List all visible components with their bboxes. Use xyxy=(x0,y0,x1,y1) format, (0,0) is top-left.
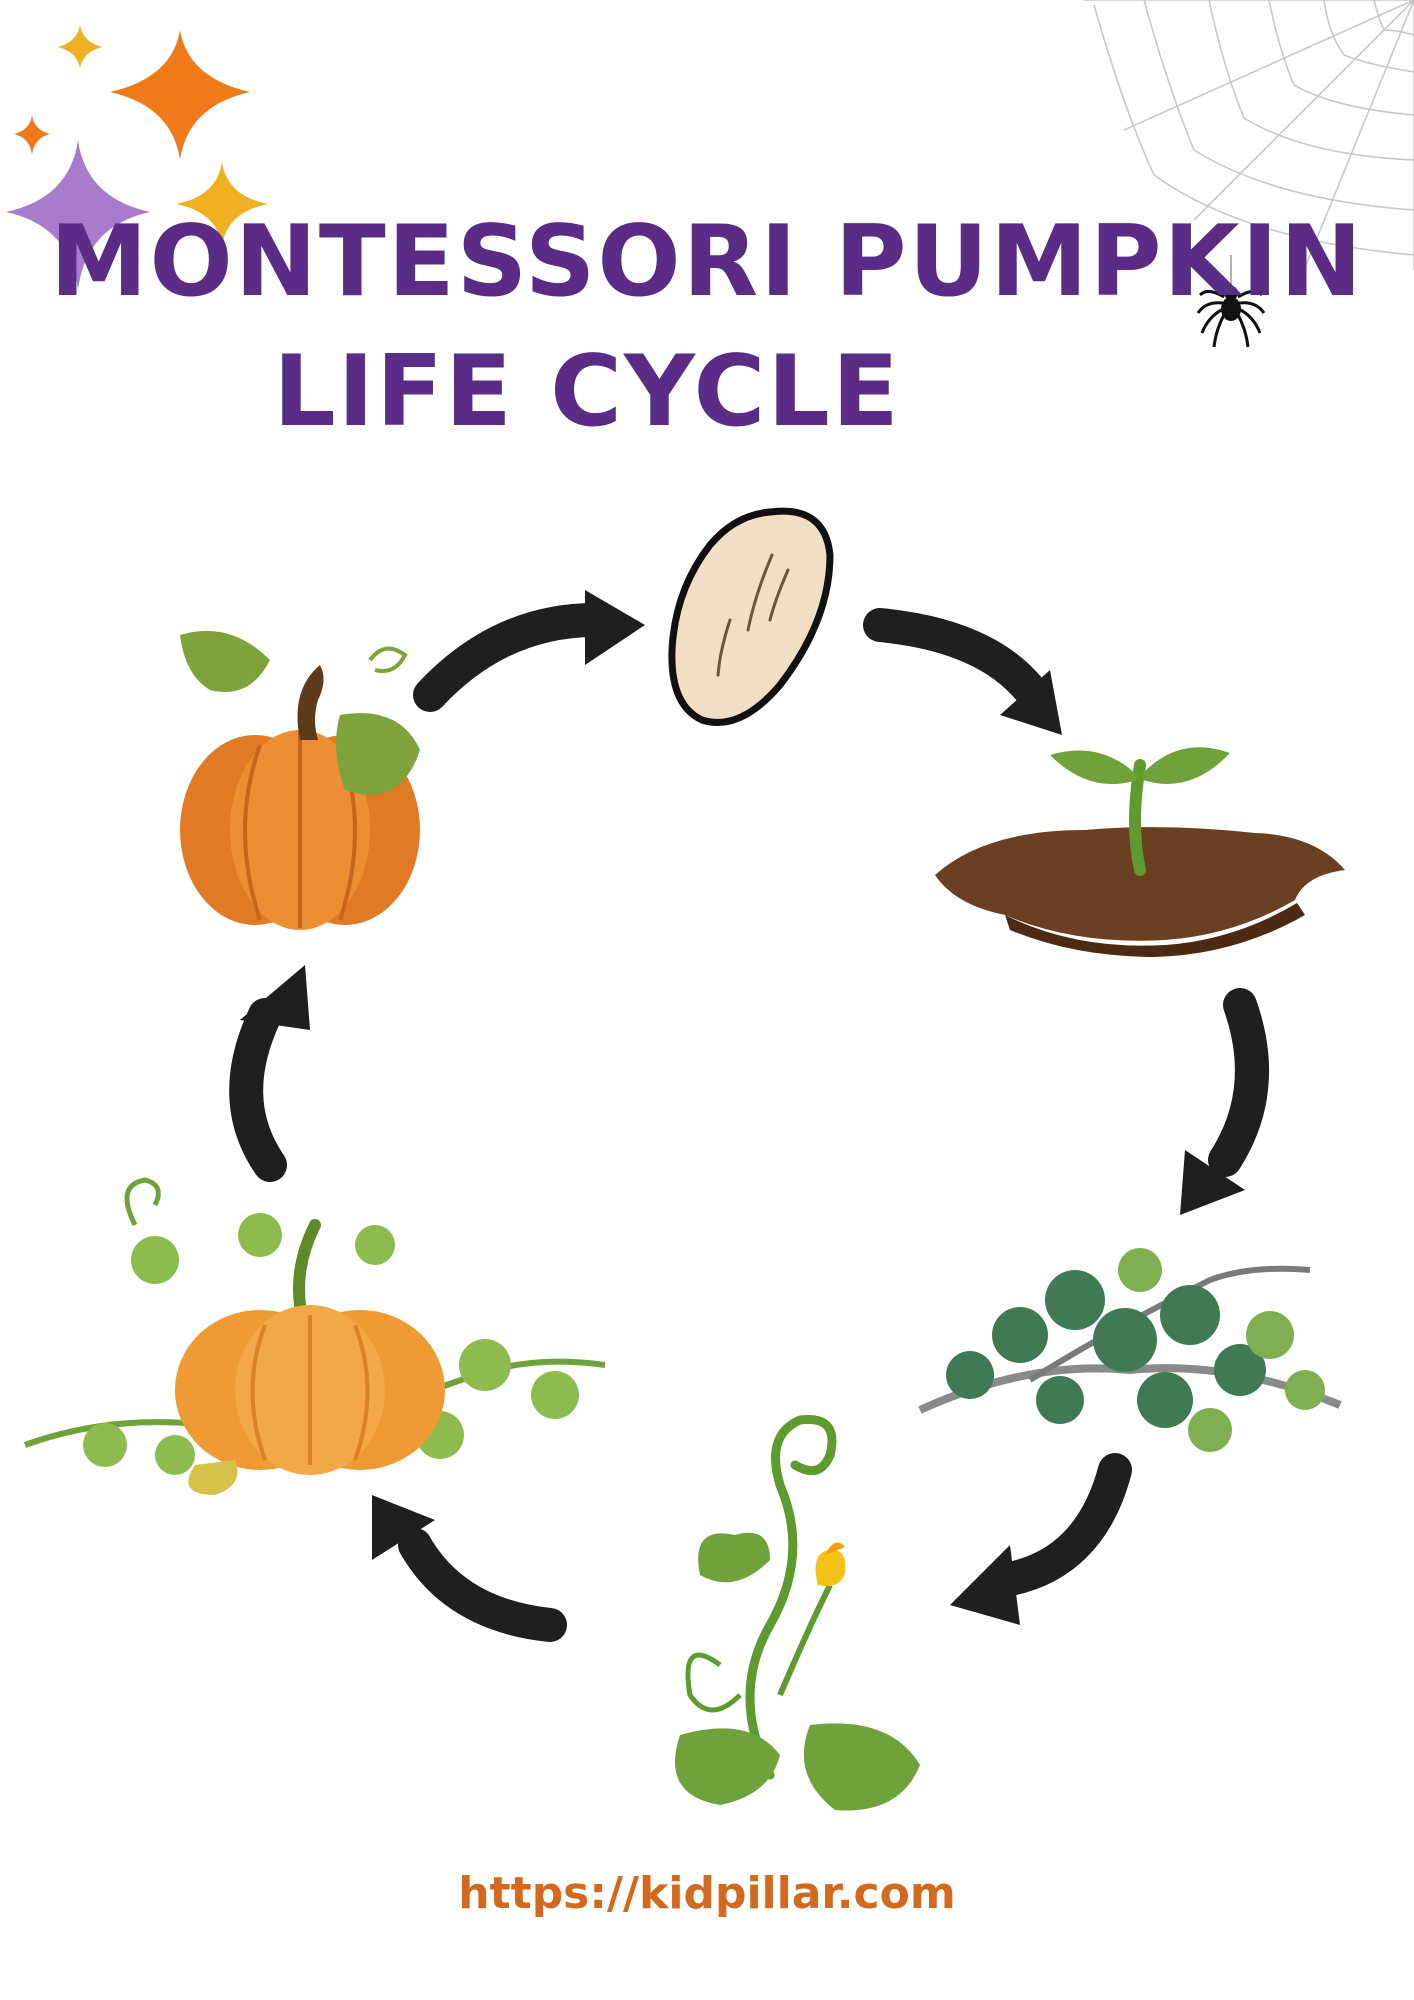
flowering-vine-icon xyxy=(675,1414,920,1811)
sparkle-icon xyxy=(176,162,268,246)
ripe-pumpkin-icon xyxy=(180,630,420,930)
arrow-flower-to-young-pumpkin xyxy=(372,1495,567,1642)
source-url: https://kidpillar.com xyxy=(458,1868,956,1919)
arrow-pumpkin-to-seed xyxy=(413,590,645,712)
arrow-seed-to-sprout xyxy=(863,608,1062,735)
arrow-sprout-to-vine xyxy=(1180,988,1269,1215)
spider-web-decoration xyxy=(1084,0,1414,271)
sparkle-icon xyxy=(58,25,102,68)
arrow-young-pumpkin-to-ripe xyxy=(229,965,310,1182)
arrow-vine-to-flower xyxy=(950,1453,1132,1625)
sparkle-icon xyxy=(14,115,50,155)
sparkle-icon xyxy=(110,30,250,160)
page-title-line-2: LIFE CYCLE xyxy=(273,335,901,449)
sparkle-decoration xyxy=(6,25,268,290)
page-title-line-1: MONTESSORI PUMPKIN xyxy=(50,205,1364,319)
seedling-sprout-icon xyxy=(935,747,1345,957)
spider-icon xyxy=(1196,255,1266,348)
sparkle-icon xyxy=(6,140,150,290)
growing-vine-icon xyxy=(918,1248,1342,1452)
young-pumpkin-on-vine-icon xyxy=(23,1177,606,1495)
pumpkin-seed-icon xyxy=(668,507,834,726)
